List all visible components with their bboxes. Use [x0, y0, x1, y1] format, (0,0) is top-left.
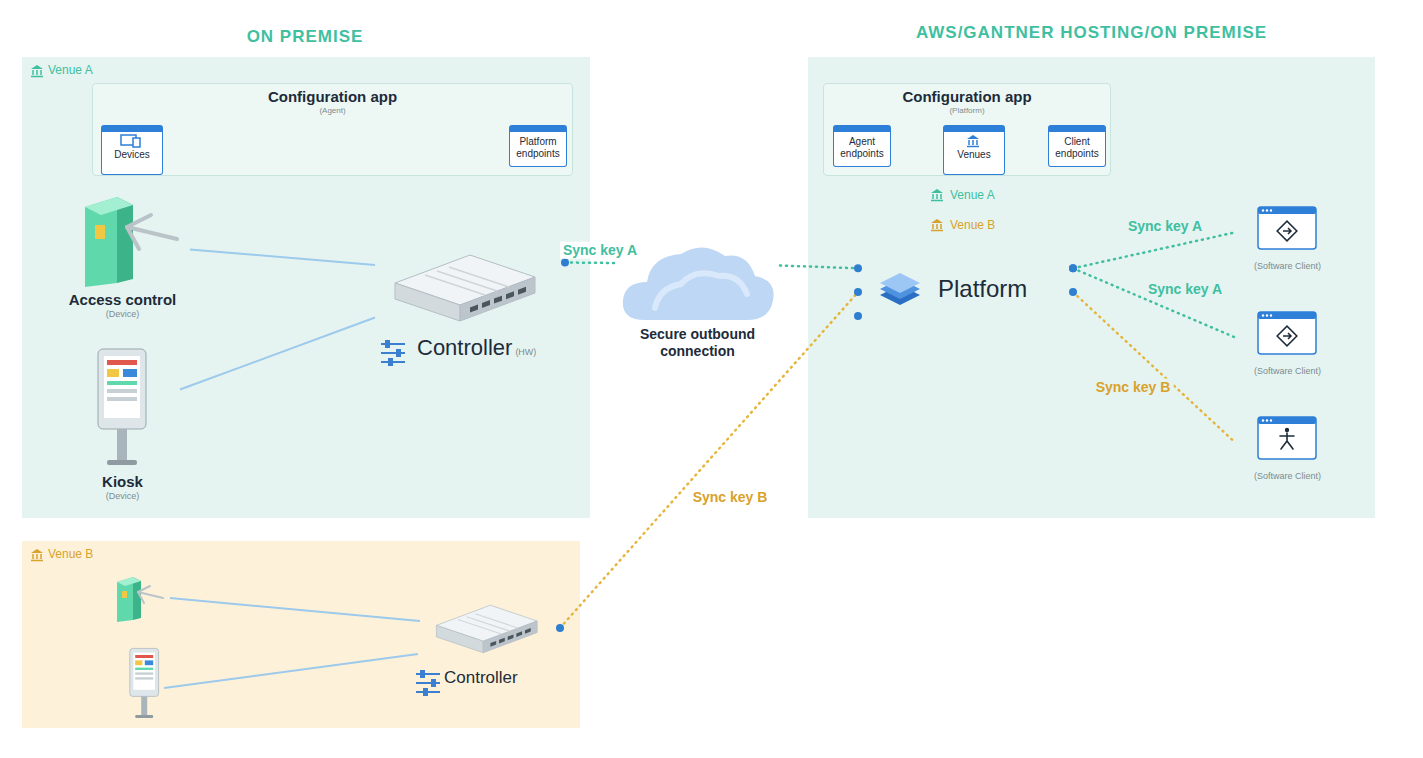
venue-icon: [930, 218, 945, 232]
node-title: Kiosk: [65, 473, 180, 491]
node-title: Controller: [444, 668, 560, 688]
kiosk-device: Kiosk(Device): [65, 345, 180, 510]
section-heading: ON PREMISE: [247, 27, 364, 47]
node-subtitle: (Platform): [824, 106, 1110, 116]
venue-label: Venue B: [950, 218, 995, 232]
node-title: AWS/GANTNER HOSTING/ON PREMISE: [808, 23, 1375, 43]
controller: Controller: [410, 598, 560, 698]
icon-box: Venues: [943, 125, 1005, 175]
node-title: Platform: [938, 275, 1073, 304]
node-subtitle: (Device): [55, 309, 190, 320]
node-title: Access control: [55, 291, 190, 309]
node-title: (Software Client): [1235, 261, 1340, 272]
edge-label: Sync key A: [1125, 218, 1205, 235]
software-client: (Software Client): [1235, 205, 1340, 277]
edge-label: Sync key B: [1093, 379, 1174, 396]
venue-panel: Venue A Configuration app(Agent) Devices Pl…: [22, 57, 590, 518]
node-title: Controller: [417, 335, 512, 361]
icon-box: Platform endpoints: [509, 125, 567, 167]
icon-box: Devices: [101, 125, 163, 175]
edge-label: Sync key A: [1145, 281, 1225, 298]
config-app-box: Configuration app(Agent) Devices Platform …: [92, 83, 573, 176]
node-title: Client endpoints: [1051, 136, 1103, 160]
edge-label: Sync key B: [690, 489, 771, 506]
node-subtitle: (Device): [65, 491, 180, 502]
node-title: (Software Client): [1235, 366, 1340, 377]
node-title: Venue A: [48, 63, 590, 77]
node-title: Agent endpoints: [836, 136, 888, 160]
node-subtitle: (Agent): [93, 106, 572, 116]
icon-box: Client endpoints: [1048, 125, 1106, 167]
venue-label: Venue A: [950, 188, 995, 202]
config-app-box: Configuration app(Platform) Agent endpoin…: [823, 83, 1111, 176]
node-title: (Software Client): [1235, 471, 1340, 482]
software-client: (Software Client): [1235, 310, 1340, 382]
node-title: Secure outbound connection: [615, 326, 780, 360]
software-client: (Software Client): [1235, 415, 1340, 487]
hosting-panel: AWS/GANTNER HOSTING/ON PREMISEConfigurat…: [808, 57, 1375, 518]
text-row: Controller(HW): [417, 335, 565, 361]
access-control-device: Access control(Device): [55, 185, 190, 325]
node-title: Platform endpoints: [512, 136, 564, 160]
venue-icon: [930, 188, 945, 202]
node-title: Venues: [946, 149, 1002, 161]
edge-label: Sync key A: [560, 242, 640, 259]
node-title: Venue B: [48, 547, 580, 561]
controller: Controller(HW): [375, 245, 565, 370]
node-title: Configuration app: [93, 88, 572, 106]
node-title: Devices: [104, 149, 160, 161]
node-title: Configuration app: [824, 88, 1110, 106]
venue-panel: Venue B Controller: [22, 541, 580, 728]
node-subtitle: (HW): [515, 347, 536, 358]
platform: Platform: [858, 255, 1073, 325]
icon-box: Agent endpoints: [833, 125, 891, 167]
